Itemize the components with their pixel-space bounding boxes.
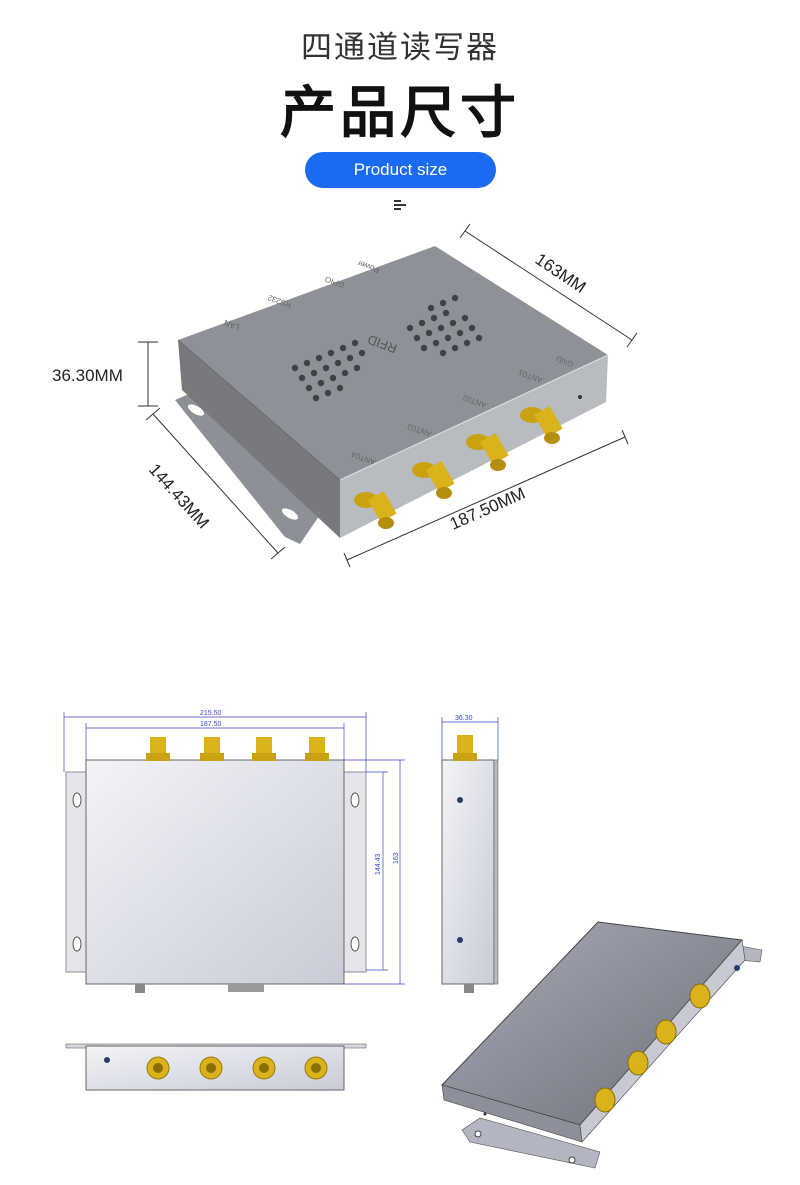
connector-ant2 [466,433,509,471]
perspective-render [441,921,763,1169]
vent-holes [291,294,483,402]
inner-width-dim: 144.43 [375,853,382,875]
connector-ant1 [520,406,563,444]
render-connectors [594,983,711,1113]
mounting-flange [175,390,330,544]
product-subtitle: 四通道读写器 [301,30,499,66]
front-view: 215.50 187.50 144.43 163 [63,710,405,993]
connector-ant3 [412,461,455,499]
antenna-connectors [354,406,563,529]
isometric-product-view: Power GPIO RS232 LAN RFID GND ANT01 ANT0… [52,223,638,568]
side-view: 36.30 [441,715,499,993]
technical-drawings: 215.50 187.50 144.43 163 36.30 [63,710,763,1169]
list-icon [394,200,406,210]
top-face [178,246,608,480]
height-dimension-label: 36.30MM [52,366,123,385]
side-height-dim: 36.30 [455,715,473,722]
page-title: 产品尺寸 [280,81,520,146]
dimension-lines [138,223,638,568]
power-label: Power [356,258,381,274]
product-size-badge: Product size [305,152,496,188]
outer-width-dim: 163 [393,852,400,864]
connector-face-view [65,1043,367,1091]
left-face [178,340,340,538]
depth-dimension-label: 163MM [532,250,590,297]
inner-length-dim: 187.50 [200,721,222,728]
width-dimension-label: 144.43MM [145,460,213,532]
connector-ant4 [354,491,397,529]
length-dimension-label: 187.50MM [447,484,528,534]
top-connectors [146,737,329,761]
face-connectors [146,1056,328,1080]
outer-length-dim: 215.50 [200,710,222,717]
